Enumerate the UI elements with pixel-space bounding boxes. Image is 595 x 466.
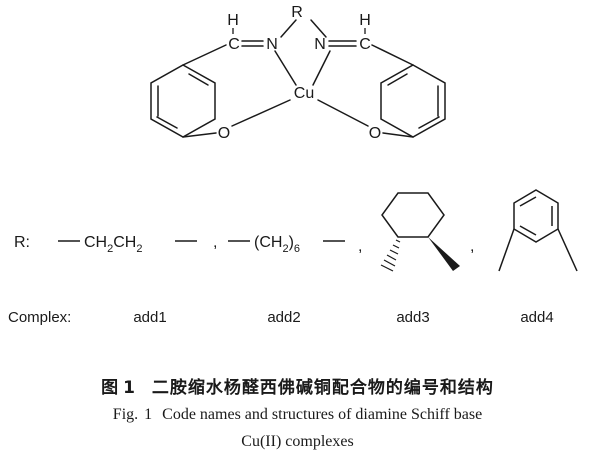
imine-carbon-left: C: [228, 36, 240, 53]
oxygen-right: O: [369, 125, 381, 142]
copper-center: Cu: [294, 85, 314, 102]
caption-cn-text: 二胺缩水杨醛西佛碱铜配合物的编号和结构: [151, 378, 494, 398]
caption-english-line2: Cu(II) complexes: [241, 433, 354, 450]
ortho-phenylene-structure: [498, 189, 578, 272]
nitrogen-left: N: [266, 36, 278, 53]
complex-name-add4: add4: [520, 309, 553, 326]
ethylene-group: CH2CH2: [84, 234, 142, 255]
complex-name-add2: add2: [267, 309, 300, 326]
hashed-wedge-bond: [380, 239, 401, 272]
caption-en-prefix: Fig.: [112, 406, 139, 423]
caption-en-number: 1: [144, 406, 153, 423]
nitrogen-right: N: [314, 36, 326, 53]
imine-hydrogen-left: H: [227, 12, 239, 29]
hexamethylene-group: (CH2)6: [254, 234, 300, 255]
complex-row-label: Complex:: [8, 309, 71, 326]
imine-carbon-right: C: [359, 36, 371, 53]
r-group-label: R: [291, 4, 303, 21]
caption-cn-number: 1: [123, 378, 136, 398]
separator-comma: ,: [358, 238, 362, 255]
left-benzene-ring: [150, 64, 216, 138]
complex-name-add3: add3: [396, 309, 429, 326]
right-benzene-ring: [380, 64, 446, 138]
caption-cn-prefix: 图: [101, 378, 120, 398]
separator-comma: ,: [213, 234, 217, 251]
solid-wedge-bond: [428, 237, 460, 271]
caption-en-text: Code names and structures of diamine Sch…: [162, 406, 483, 423]
imine-hydrogen-right: H: [359, 12, 371, 29]
oxygen-left: O: [218, 125, 230, 142]
caption-english-line1: Fig. 1 Code names and structures of diamin…: [0, 406, 595, 424]
r-row-label: R:: [14, 234, 30, 251]
schiff-base-cu-structure: R H H C C N N Cu O O R: CH2CH2 , (CH2)6 …: [8, 4, 578, 326]
separator-comma: ,: [470, 238, 474, 255]
cyclohexane-diyl-structure: [381, 192, 445, 238]
complex-name-add1: add1: [133, 309, 166, 326]
